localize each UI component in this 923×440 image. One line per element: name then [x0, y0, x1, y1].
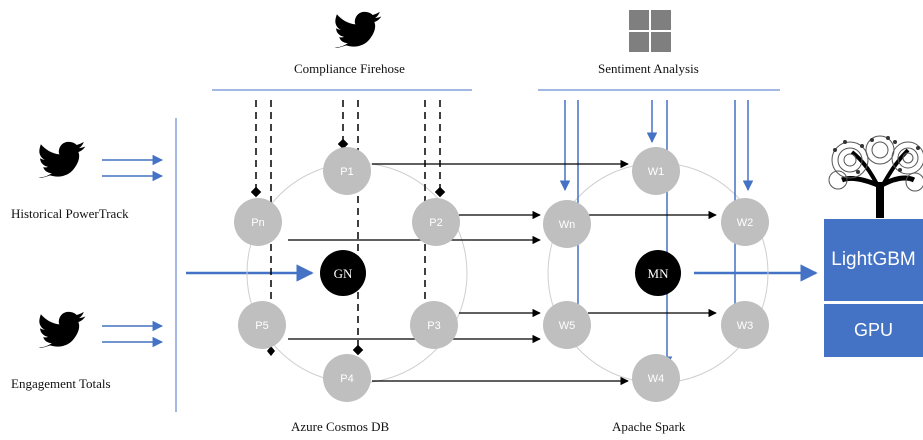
node-mn: MN: [635, 250, 681, 296]
svg-text:W4: W4: [648, 373, 665, 385]
svg-text:MN: MN: [648, 266, 670, 281]
svg-text:P3: P3: [427, 320, 440, 332]
svg-text:P2: P2: [429, 217, 442, 229]
windows-logo-icon: [629, 10, 671, 52]
node-w5: W5: [543, 301, 591, 349]
sentiment-analysis-label: Sentiment Analysis: [598, 61, 699, 76]
apache-spark-label: Apache Spark: [612, 419, 686, 434]
node-p1: P1: [323, 147, 371, 195]
gpu-box: GPU: [824, 304, 923, 357]
engagement-totals-label: Engagement Totals: [11, 376, 111, 391]
node-w2: W2: [721, 198, 769, 246]
node-w1: W1: [632, 147, 680, 195]
node-p4: P4: [323, 354, 371, 402]
svg-text:P5: P5: [255, 320, 268, 332]
node-gn: GN: [320, 250, 366, 296]
historical-powertrack-label: Historical PowerTrack: [11, 206, 129, 221]
node-w4: W4: [632, 354, 680, 402]
svg-text:GN: GN: [334, 266, 353, 281]
lightgbm-box: LightGBM: [824, 219, 923, 301]
partition-to-worker-arrows: [288, 159, 717, 386]
svg-text:W3: W3: [737, 320, 754, 332]
node-pn: Pn: [234, 198, 282, 246]
historical-input-arrows: [102, 154, 164, 182]
svg-text:W5: W5: [559, 320, 576, 332]
node-p3: P3: [410, 301, 458, 349]
svg-text:Wn: Wn: [559, 219, 576, 231]
sentiment-arrows: [559, 100, 754, 368]
engagement-input-arrows: [102, 320, 164, 348]
twitter-bird-icon: [38, 141, 86, 178]
twitter-bird-icon: [38, 311, 86, 348]
svg-text:W1: W1: [648, 166, 665, 178]
azure-cosmos-db-label: Azure Cosmos DB: [291, 419, 390, 434]
node-p2: P2: [412, 198, 460, 246]
fractal-tree-icon: [828, 135, 923, 218]
svg-text:P1: P1: [340, 166, 353, 178]
node-p5: P5: [238, 301, 286, 349]
svg-text:P4: P4: [340, 373, 353, 385]
svg-text:Pn: Pn: [251, 217, 264, 229]
compliance-firehose-label: Compliance Firehose: [294, 61, 405, 76]
twitter-bird-icon: [334, 11, 382, 48]
node-w3: W3: [721, 301, 769, 349]
node-wn: Wn: [543, 200, 591, 248]
svg-text:W2: W2: [737, 217, 754, 229]
